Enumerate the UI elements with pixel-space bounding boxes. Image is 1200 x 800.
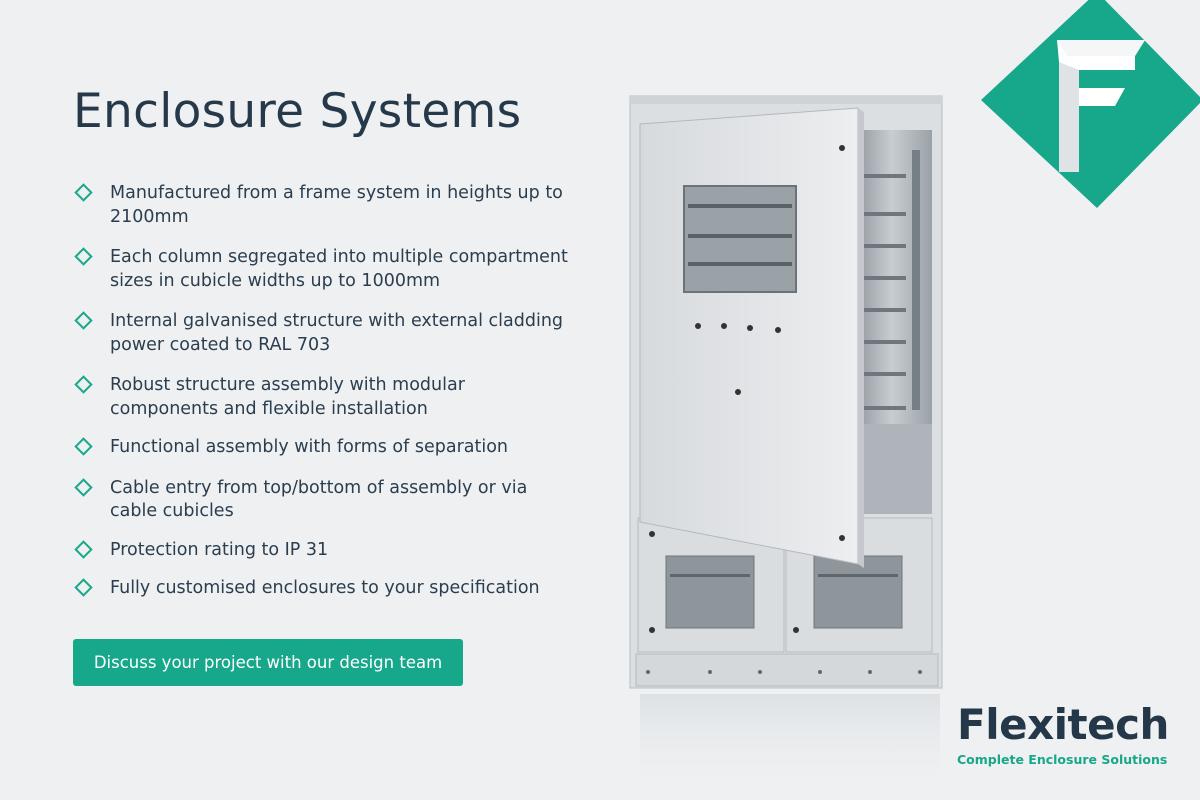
list-item: Fully customised enclosures to your spec… [74, 577, 574, 601]
diamond-bullet-icon [74, 437, 93, 456]
diamond-bullet-icon [74, 477, 93, 497]
feature-text: Functional assembly with forms of separa… [110, 437, 509, 457]
feature-text: Robust structure assembly with modular c… [110, 375, 465, 419]
diamond-bullet-icon [74, 183, 93, 202]
list-item: Manufactured from a frame system in heig… [74, 182, 574, 229]
feature-list: Manufactured from a frame system in heig… [74, 182, 574, 601]
list-item: Functional assembly with forms of separa… [74, 436, 574, 460]
feature-text: Fully customised enclosures to your spec… [110, 578, 540, 598]
diamond-bullet-icon [74, 247, 93, 266]
enclosure-cabinet-image [629, 95, 943, 794]
brand-block: Flexitech Complete Enclosure Solutions [957, 700, 1169, 768]
feature-text: Cable entry from top/bottom of assembly … [110, 477, 528, 522]
feature-text: Each column segregated into multiple com… [110, 247, 568, 291]
flexitech-logo-icon [981, 0, 1200, 208]
discuss-project-button[interactable]: Discuss your project with our design tea… [73, 639, 463, 686]
list-item: Each column segregated into multiple com… [74, 246, 574, 293]
feature-text: Protection rating to IP 31 [110, 539, 329, 560]
brand-tagline: Complete Enclosure Solutions [957, 752, 1168, 767]
diamond-bullet-icon [74, 311, 93, 330]
diamond-bullet-icon [74, 375, 93, 394]
list-item: Cable entry from top/bottom of assembly … [74, 477, 574, 524]
brand-name: Flexitech [957, 700, 1169, 749]
list-item: Robust structure assembly with modular c… [74, 374, 574, 421]
feature-text: Internal galvanised structure with exter… [110, 311, 564, 355]
feature-text: Manufactured from a frame system in heig… [110, 183, 563, 227]
diamond-bullet-icon [74, 578, 93, 597]
page-title: Enclosure Systems [73, 84, 522, 139]
list-item: Internal galvanised structure with exter… [74, 310, 574, 357]
list-item: Protection rating to IP 31 [74, 539, 574, 563]
diamond-bullet-icon [74, 539, 93, 559]
